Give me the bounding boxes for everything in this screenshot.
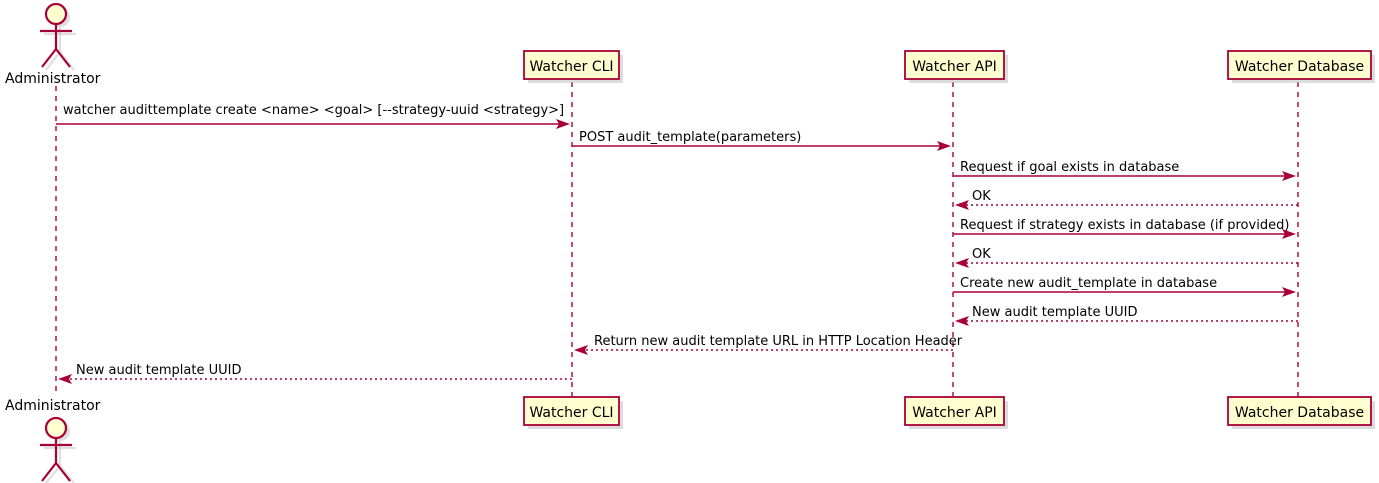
participant-watcher-api-bottom[interactable]: Watcher API bbox=[904, 396, 1008, 429]
message-6[interactable]: OK bbox=[955, 247, 1298, 268]
actor-leg-right-icon bbox=[55, 48, 71, 68]
message-5[interactable]: Request if strategy exists in database (… bbox=[953, 218, 1296, 239]
arrowhead-right-icon bbox=[1282, 287, 1296, 297]
participant-box[interactable] bbox=[523, 50, 620, 80]
message-8[interactable]: New audit template UUID bbox=[955, 305, 1298, 326]
message-label: OK bbox=[972, 247, 991, 262]
message-10[interactable]: New audit template UUID bbox=[58, 363, 572, 384]
participant-watcher-cli-bottom[interactable]: Watcher CLI bbox=[523, 396, 623, 429]
message-label: OK bbox=[972, 189, 991, 204]
arrowhead-right-icon bbox=[1282, 171, 1296, 181]
arrowhead-right-icon bbox=[1282, 229, 1296, 239]
message-label: watcher audittemplate create <name> <goa… bbox=[63, 103, 564, 118]
actor-leg-right-icon bbox=[55, 462, 71, 482]
participant-watcher-api-top[interactable]: Watcher API bbox=[904, 50, 1008, 83]
participant-label-watcher-cli-top: Watcher CLI bbox=[529, 59, 613, 75]
participant-box[interactable] bbox=[523, 396, 620, 426]
actor-label-administrator-bottom: Administrator bbox=[5, 398, 101, 414]
message-label: New audit template UUID bbox=[972, 305, 1137, 320]
actor-administrator-top[interactable]: Administrator bbox=[5, 2, 101, 87]
message-label: POST audit_template(parameters) bbox=[579, 130, 801, 145]
participant-watcher-database-top[interactable]: Watcher Database bbox=[1227, 50, 1375, 83]
message-label: Return new audit template URL in HTTP Lo… bbox=[594, 334, 963, 349]
arrowhead-left-icon bbox=[58, 374, 72, 384]
participant-box[interactable] bbox=[1227, 50, 1372, 80]
message-label: Request if strategy exists in database (… bbox=[960, 218, 1289, 233]
message-label: New audit template UUID bbox=[76, 363, 241, 378]
participant-box[interactable] bbox=[904, 396, 1005, 426]
message-3[interactable]: Request if goal exists in database bbox=[953, 160, 1296, 181]
actor-leg-left-icon bbox=[41, 48, 57, 68]
participant-watcher-database-bottom[interactable]: Watcher Database bbox=[1227, 396, 1375, 429]
arrowhead-left-icon bbox=[955, 200, 969, 210]
actor-head-icon bbox=[44, 2, 68, 26]
participant-label-watcher-api-top: Watcher API bbox=[912, 59, 997, 75]
actor-head-icon bbox=[44, 416, 68, 440]
participant-box[interactable] bbox=[904, 50, 1005, 80]
participant-label-watcher-database-top: Watcher Database bbox=[1235, 59, 1364, 75]
actor-leg-left-icon bbox=[41, 462, 57, 482]
arrowhead-left-icon bbox=[955, 316, 969, 326]
participant-watcher-cli-top[interactable]: Watcher CLI bbox=[523, 50, 623, 83]
message-2[interactable]: POST audit_template(parameters) bbox=[572, 130, 951, 151]
message-label: Create new audit_template in database bbox=[960, 276, 1217, 291]
message-1[interactable]: watcher audittemplate create <name> <goa… bbox=[56, 103, 570, 129]
arrowhead-left-icon bbox=[955, 258, 969, 268]
message-label: Request if goal exists in database bbox=[960, 160, 1179, 175]
participant-label-watcher-database-bottom: Watcher Database bbox=[1235, 405, 1364, 421]
actor-administrator-bottom[interactable]: Administrator bbox=[5, 398, 101, 483]
actor-label-administrator-top: Administrator bbox=[5, 71, 101, 87]
message-9[interactable]: Return new audit template URL in HTTP Lo… bbox=[574, 334, 963, 355]
participant-label-watcher-api-bottom: Watcher API bbox=[912, 405, 997, 421]
message-4[interactable]: OK bbox=[955, 189, 1298, 210]
participant-box[interactable] bbox=[1227, 396, 1372, 426]
arrowhead-right-icon bbox=[556, 119, 570, 129]
arrowhead-right-icon bbox=[937, 141, 951, 151]
message-7[interactable]: Create new audit_template in database bbox=[953, 276, 1296, 297]
lifelines bbox=[55, 82, 1299, 396]
participant-label-watcher-cli-bottom: Watcher CLI bbox=[529, 405, 613, 421]
arrowhead-left-icon bbox=[574, 345, 588, 355]
